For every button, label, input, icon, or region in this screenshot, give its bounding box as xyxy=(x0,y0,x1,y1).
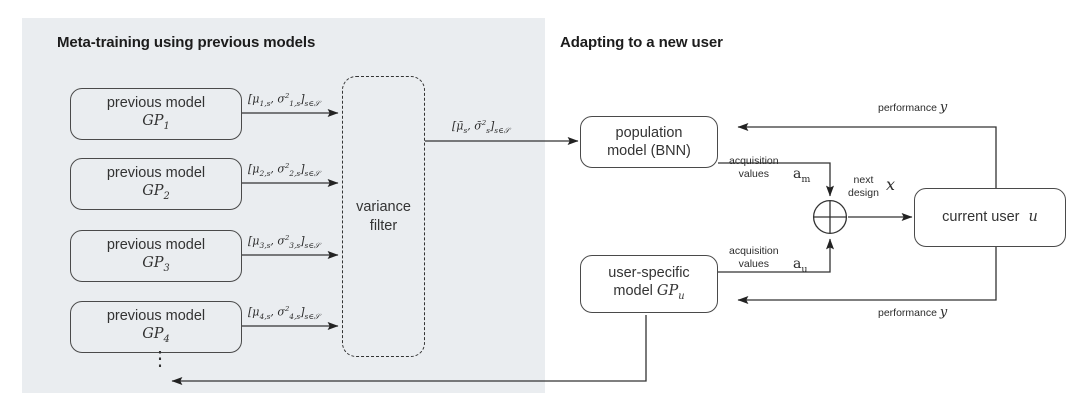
previous-model-box-2[interactable]: previous model GP2 xyxy=(70,158,242,210)
adapting-panel-bg xyxy=(545,18,1088,393)
previous-model-gp-4: GP4 xyxy=(142,326,170,346)
filter-output-label: [μ̄s, σ̄2s]s∈𝒮 xyxy=(452,119,510,135)
current-user-label: current user xyxy=(942,209,1020,226)
meta-training-panel-bg xyxy=(22,18,545,393)
performance-top-y-symbol: y xyxy=(939,100,948,115)
gp1-arrow-label: [μ1,s, σ21,s]s∈𝒮 xyxy=(248,92,320,108)
previous-model-box-4[interactable]: previous model GP4 xyxy=(70,301,242,353)
meta-training-panel-title: Meta-training using previous models xyxy=(57,34,316,51)
previous-model-gp-1: GP1 xyxy=(142,113,170,133)
performance-top-label: performance y xyxy=(878,100,948,115)
gp2-arrow-label: [μ2,s, σ22,s]s∈𝒮 xyxy=(248,162,320,178)
acquisition-au-symbol: au xyxy=(793,256,808,275)
performance-bottom-label: performance y xyxy=(878,305,948,320)
current-user-box[interactable]: current user u xyxy=(914,188,1066,247)
gp4-arrow-label: [μ4,s, σ24,s]s∈𝒮 xyxy=(248,305,320,321)
previous-model-label-4: previous model xyxy=(106,308,206,325)
previous-model-label-2: previous model xyxy=(106,165,206,182)
user-model-label-1: user-specific xyxy=(608,265,690,282)
models-ellipsis: ⋮ xyxy=(150,348,170,370)
previous-model-box-3[interactable]: previous model GP3 xyxy=(70,230,242,282)
variance-filter-label-1: variance xyxy=(356,198,411,215)
previous-model-gp-3: GP3 xyxy=(142,255,170,275)
acquisition-am-symbol: am xyxy=(793,166,811,185)
user-model-label-2: model GPu xyxy=(613,283,685,303)
population-model-label-1: population xyxy=(615,124,683,141)
user-model-gp: GPu xyxy=(656,283,685,303)
previous-model-gp-2: GP2 xyxy=(142,183,170,203)
performance-bottom-y-symbol: y xyxy=(939,305,948,320)
user-specific-model-box[interactable]: user-specific model GPu xyxy=(580,255,718,313)
previous-model-label-3: previous model xyxy=(106,237,206,254)
adapting-panel-title: Adapting to a new user xyxy=(560,34,723,51)
variance-filter-box[interactable]: variance filter xyxy=(342,76,425,357)
previous-model-box-1[interactable]: previous model GP1 xyxy=(70,88,242,140)
variance-filter-label-2: filter xyxy=(369,217,398,234)
gp3-arrow-label: [μ3,s, σ23,s]s∈𝒮 xyxy=(248,234,320,250)
previous-model-label-1: previous model xyxy=(106,95,206,112)
population-model-box[interactable]: population model (BNN) xyxy=(580,116,718,168)
circle-plus-icon[interactable] xyxy=(812,199,848,235)
population-model-label-2: model (BNN) xyxy=(607,143,691,159)
current-user-u-symbol: u xyxy=(1028,209,1038,226)
next-design-x-symbol: x xyxy=(886,175,896,194)
